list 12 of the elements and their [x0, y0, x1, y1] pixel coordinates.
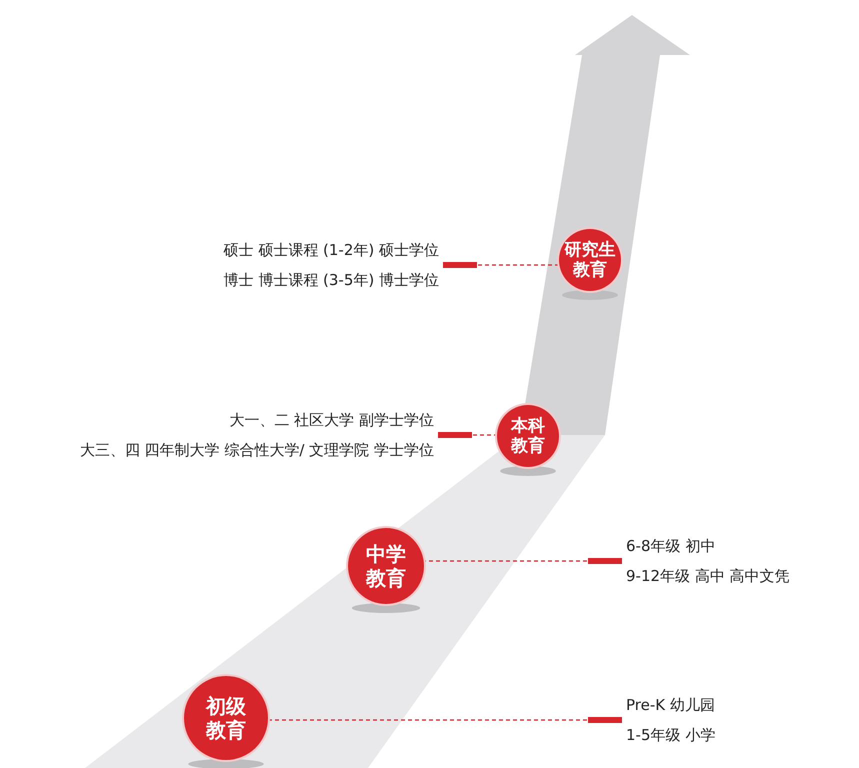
stage-description: Pre-K 幼儿园 [626, 695, 716, 716]
stage-description: 6-8年级 初中 [626, 536, 716, 557]
stage-description: 1-5年级 小学 [626, 725, 716, 746]
stage-description: 硕士 硕士课程 (1-2年) 硕士学位 [223, 240, 439, 261]
leader-line [443, 262, 559, 268]
leader-line [438, 432, 497, 438]
stage-description: 博士 博士课程 (3-5年) 博士学位 [223, 270, 439, 291]
stage-description: 大三、四 四年制大学 综合性大学/ 文理学院 学士学位 [80, 440, 434, 461]
stage-description: 大一、二 社区大学 副学士学位 [228, 410, 434, 431]
leader-line [268, 717, 622, 723]
stage-description: 9-12年级 高中 高中文凭 [626, 566, 790, 587]
stage-circle: 本科教育 [497, 405, 559, 467]
